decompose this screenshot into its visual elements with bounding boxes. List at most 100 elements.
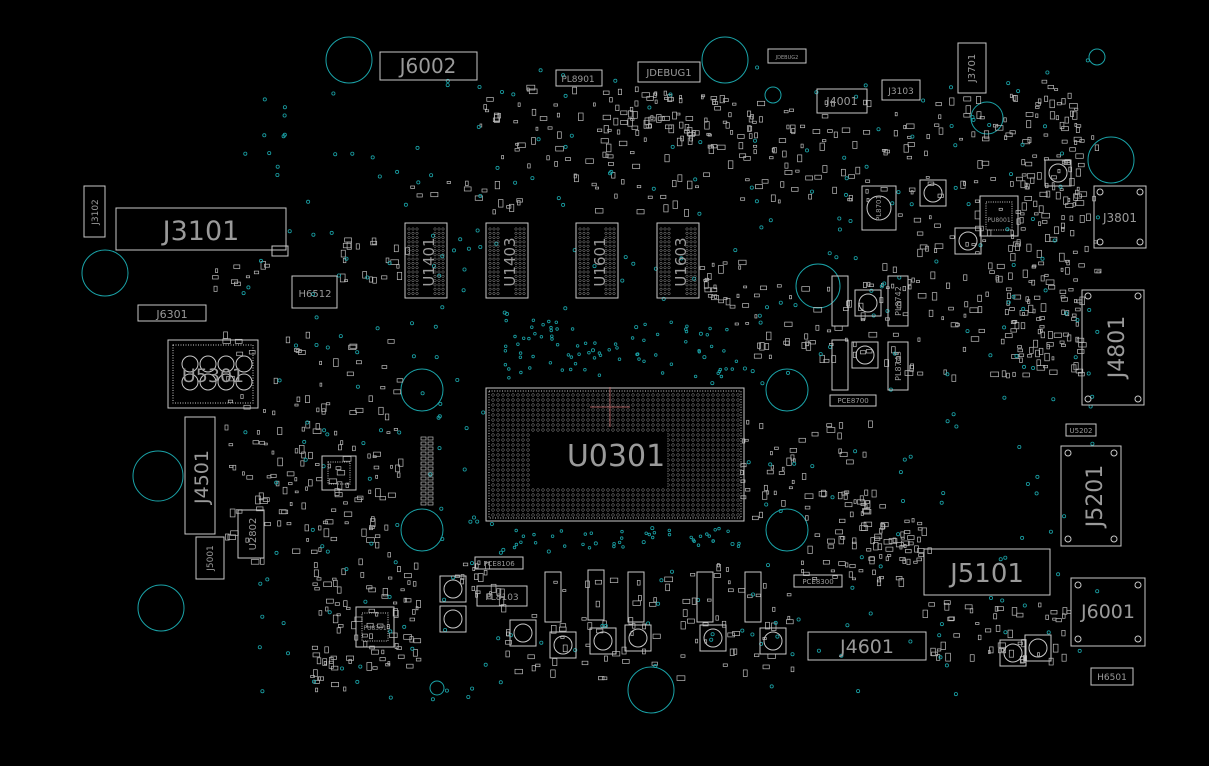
via [1003, 630, 1008, 635]
memory-u1603[interactable]: U1603 [656, 222, 700, 299]
inductor-pl8742[interactable]: PL8742 [887, 275, 909, 327]
via [597, 351, 602, 355]
connector-j3102[interactable]: J3102 [83, 185, 106, 238]
memory-u1601[interactable]: U1601 [575, 222, 619, 299]
hole-h6512[interactable]: H6512 [291, 275, 338, 309]
smd-part [740, 463, 747, 468]
smd-part [934, 248, 938, 253]
via [293, 343, 298, 348]
hole-h6501[interactable]: H6501 [1090, 667, 1134, 686]
smd-part [585, 158, 594, 164]
smd-part [346, 371, 354, 377]
smd-part [1065, 267, 1070, 275]
connector-j5001[interactable]: J5001 [195, 536, 225, 580]
smd-part [1035, 105, 1040, 109]
via [951, 412, 956, 417]
via [1062, 514, 1067, 519]
smd-part [539, 116, 548, 121]
connector-j6001[interactable]: J6001 [1070, 577, 1146, 647]
smd-part [718, 299, 724, 304]
via [462, 267, 467, 272]
memory-ball-grid [407, 227, 445, 295]
connector-jdebug2[interactable]: JDEBUG2 [767, 48, 807, 64]
smd-part [404, 573, 412, 579]
mounting-hole [765, 368, 809, 412]
memory-u1403[interactable]: U1403 [485, 222, 529, 299]
smd-part [1072, 111, 1078, 120]
chip-pu8001[interactable]: PU8001 [979, 195, 1019, 237]
label-u5301: U5301 [182, 365, 244, 387]
smd-part [531, 665, 536, 672]
smd-part [653, 92, 657, 98]
via [792, 461, 797, 466]
smd-part [597, 128, 603, 132]
connector-j5201[interactable]: J5201 [1060, 445, 1122, 547]
connector-j3103[interactable]: J3103 [881, 79, 921, 101]
connector-j4601[interactable]: J4601 [807, 631, 927, 661]
connector-j3701[interactable]: J3701 [957, 42, 987, 94]
chip-u5301[interactable]: U5301 [167, 339, 259, 409]
inductor-pl8701[interactable]: PL8701 [861, 185, 897, 231]
smd-part [259, 498, 268, 504]
mounting-hole [400, 508, 444, 552]
pin-pad [427, 486, 434, 491]
chip-u5202[interactable]: U5202 [1065, 423, 1097, 437]
connector-j5101[interactable]: J5101 [923, 548, 1051, 596]
cpu-u0301[interactable]: U0301 [485, 387, 745, 522]
inductor-pl8103[interactable]: PL8103 [476, 585, 528, 607]
via [944, 663, 949, 668]
memory-u1401[interactable]: U1401 [404, 222, 448, 299]
smd-part [728, 588, 734, 593]
via [773, 620, 778, 625]
smd-part [602, 114, 611, 121]
connector-j6301[interactable]: J6301 [137, 304, 207, 322]
smd-part [870, 537, 875, 545]
chip-qfn-left[interactable] [321, 455, 357, 491]
inductor-pl8901[interactable]: PL8901 [555, 69, 603, 87]
smd-part [499, 588, 505, 597]
label-u1603: U1603 [672, 237, 690, 286]
smd-part [233, 264, 241, 269]
smd-part [360, 572, 365, 578]
pin-pad [420, 466, 427, 471]
smd-part [595, 208, 604, 214]
via [546, 549, 551, 554]
chip-pu8301[interactable]: PU8301 [355, 606, 395, 648]
via [518, 355, 523, 359]
smd-part [664, 154, 670, 163]
smd-part [801, 569, 804, 574]
via [655, 332, 660, 337]
smd-part [319, 360, 322, 365]
cap-pce8700[interactable]: PCE8700 [829, 394, 877, 407]
smd-part [899, 557, 906, 561]
via [498, 680, 503, 685]
via [642, 338, 646, 342]
inductor-pl8743[interactable]: PL8743 [887, 341, 909, 391]
smd-part [904, 370, 914, 376]
cap-pce8300[interactable]: PCE8300 [793, 574, 843, 588]
smd-part [481, 188, 488, 193]
via [760, 381, 765, 386]
smd-part [908, 187, 916, 192]
smd-part [277, 520, 282, 527]
vertical-inductor [696, 571, 714, 623]
via [693, 177, 698, 182]
connector-j4001[interactable]: J4001 [816, 88, 868, 114]
smd-part [498, 199, 504, 208]
connector-j6002[interactable]: J6002 [379, 51, 478, 81]
smd-part [745, 488, 751, 492]
smd-part [746, 419, 750, 425]
power-part-ring [858, 293, 878, 313]
connector-jdebug1[interactable]: JDEBUG1 [637, 61, 701, 83]
chip-u2802[interactable]: U2802 [237, 509, 265, 559]
label-u0301: U0301 [567, 439, 665, 474]
label-j3103: J3103 [887, 87, 914, 97]
smd-part [915, 280, 920, 283]
via [522, 336, 526, 340]
cap-pce8106[interactable]: PCE8106 [474, 556, 524, 570]
connector-j3101[interactable]: J3101 [115, 207, 289, 257]
connector-j4801[interactable]: J4801 [1081, 289, 1145, 406]
connector-j3801[interactable]: J3801 [1093, 185, 1147, 249]
smd-part [754, 653, 760, 657]
connector-j4501[interactable]: J4501 [184, 416, 216, 535]
